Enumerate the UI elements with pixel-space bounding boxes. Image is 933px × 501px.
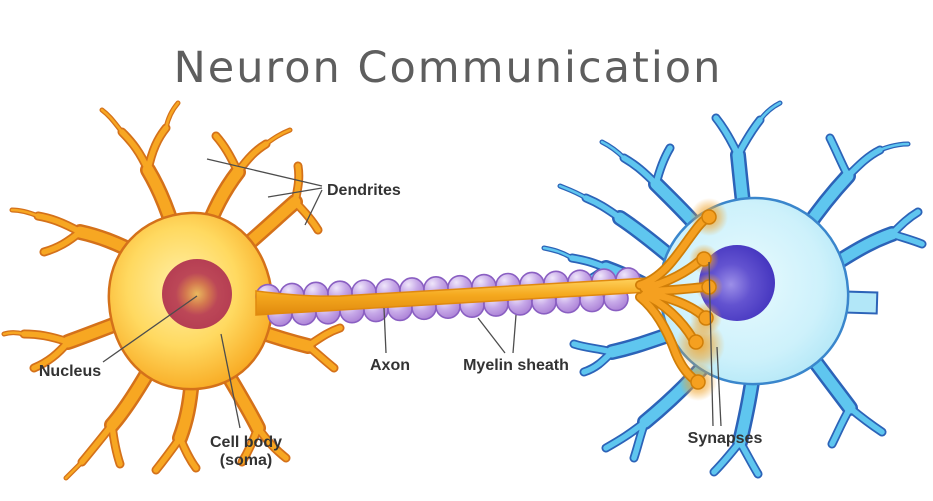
leader-cell-body xyxy=(220,333,241,429)
label-dendrites: Dendrites xyxy=(327,182,401,199)
leader-dendrites-1 xyxy=(206,158,323,187)
leader-myelin-2 xyxy=(512,314,517,354)
label-cell-body-soma: (soma) xyxy=(220,452,272,469)
leader-dendrites-3 xyxy=(304,189,323,226)
leader-lines xyxy=(102,158,722,429)
synapse-bulbs xyxy=(688,209,717,390)
label-myelin-sheath: Myelin sheath xyxy=(463,357,569,374)
labels: Dendrites Nucleus Cell body (soma) Axon … xyxy=(39,182,763,469)
leader-axon xyxy=(383,307,387,354)
leader-nucleus xyxy=(102,295,198,363)
leader-myelin-1 xyxy=(477,317,506,354)
leader-synapses-2 xyxy=(716,346,722,427)
leader-synapses-1 xyxy=(708,261,714,427)
left-nucleus xyxy=(162,259,232,329)
label-cell-body: Cell body xyxy=(210,434,282,451)
label-axon: Axon xyxy=(370,357,410,374)
diagram-title: Neuron Communication xyxy=(174,43,723,93)
leader-dendrites-2 xyxy=(267,187,323,198)
label-nucleus: Nucleus xyxy=(39,363,101,380)
label-synapses: Synapses xyxy=(688,430,763,447)
